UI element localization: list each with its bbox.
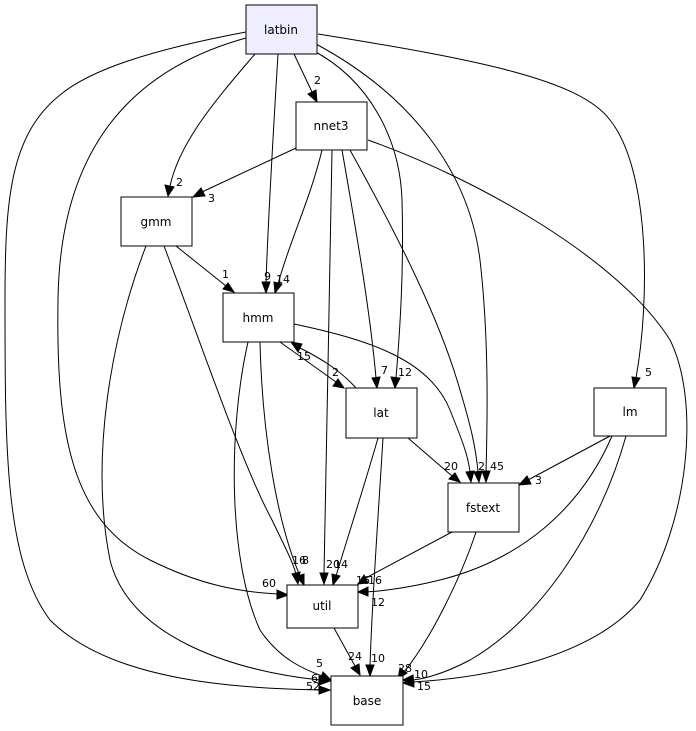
nodes: latbin nnet3 gmm hmm lat lm fstext util [120, 4, 667, 726]
edge-label-hmm-util: 8 [302, 554, 309, 567]
edge-lat-util: 14 [331, 437, 379, 587]
edge-label-lat-util: 14 [334, 558, 348, 571]
edge-gmm-hmm: 1 [175, 245, 236, 293]
edge-label-latbin-util: 60 [262, 577, 276, 590]
edge-label-gmm-base: 6 [311, 672, 318, 685]
node-label-gmm: gmm [141, 215, 172, 229]
edge-label-lat-hmm: 15 [297, 350, 311, 363]
node-nnet3[interactable]: nnet3 [295, 101, 368, 151]
node-label-lat: lat [373, 406, 389, 420]
edge-nnet3-hmm: 14 [273, 149, 323, 295]
edge-lat-fstext: 20 [407, 437, 462, 483]
edge-lm-fstext: 3 [517, 435, 611, 487]
edge-label-nnet3-util: 20 [326, 558, 340, 571]
node-label-lm: lm [622, 405, 637, 419]
edge-label-latbin-gmm: 2 [176, 176, 183, 189]
edge-label-latbin-nnet3: 2 [314, 74, 321, 87]
edge-latbin-base: 52 [4, 31, 332, 695]
edge-label-nnet3-lat: 7 [381, 364, 388, 377]
edge-label-latbin-hmm: 9 [264, 270, 271, 283]
node-label-nnet3: nnet3 [314, 119, 349, 133]
node-gmm[interactable]: gmm [120, 196, 193, 247]
edge-lat-base: 10 12 [365, 437, 385, 678]
edge-latbin-fstext: 45 [315, 43, 504, 484]
node-latbin[interactable]: latbin [245, 4, 318, 55]
edge-lat-hmm: 15 [289, 341, 357, 389]
edge-nnet3-lat: 7 [341, 149, 388, 390]
edges: 2 2 9 12 45 5 [4, 31, 688, 695]
edge-latbin-lm: 5 [317, 33, 652, 390]
node-fstext[interactable]: fstext [447, 482, 520, 533]
edge-util-base: 24 [333, 627, 362, 677]
edge-label-latbin-fstext: 45 [490, 460, 504, 473]
node-label-base: base [353, 694, 382, 708]
edge-nnet3-gmm: 3 [191, 147, 297, 205]
edge-label-fstext-util: 16 [356, 574, 370, 587]
edge-label-hmm-base: 5 [316, 657, 323, 670]
edge-label-fstext-base: 28 [398, 662, 412, 675]
node-lm[interactable]: lm [593, 387, 667, 437]
edge-latbin-gmm: 2 [164, 53, 256, 198]
edge-lm-util: 16 [356, 435, 613, 597]
edge-label-gmm-hmm: 1 [222, 268, 229, 281]
node-label-fstext: fstext [466, 501, 500, 515]
edge-label-nnet3-gmm: 3 [208, 192, 215, 205]
node-lat[interactable]: lat [345, 387, 418, 439]
edge-label-latbin-base: 52 [306, 680, 320, 693]
edge-label-lm-base: 10 [414, 668, 428, 681]
edge-label-hmm-lat: 2 [332, 366, 339, 379]
edge-label-latbin-lm: 5 [645, 366, 652, 379]
node-util[interactable]: util [286, 584, 359, 629]
edge-latbin-nnet3: 2 [293, 53, 321, 104]
edge-hmm-util: 8 [259, 341, 309, 587]
node-base[interactable]: base [330, 675, 404, 726]
edge-label-nnet3-hmm: 14 [276, 273, 290, 286]
edge-fstext-util: 16 [356, 531, 453, 587]
edge-label-latbin-lat: 12 [398, 366, 412, 379]
edge-label-lm-fstext: 3 [535, 474, 542, 487]
edge-hmm-fstext [293, 323, 475, 484]
edge-latbin-lat: 12 [311, 49, 412, 390]
edge-latbin-hmm: 9 [261, 53, 279, 295]
edge-label-lm-util: 16 [368, 574, 382, 587]
edge-label-nnet3-fstext: 2 [478, 460, 485, 473]
edge-latbin-util: 60 [57, 37, 290, 600]
edge-label-lat-base-b: 12 [371, 596, 385, 609]
edge-hmm-base: 5 [233, 341, 333, 681]
edge-hmm-lat: 2 [279, 341, 346, 389]
edge-label-nnet3-base: 15 [417, 680, 431, 693]
node-label-hmm: hmm [243, 311, 274, 325]
node-hmm[interactable]: hmm [222, 292, 295, 343]
edge-label-util-base: 24 [348, 650, 362, 663]
edge-nnet3-fstext: 2 [349, 149, 485, 484]
edge-label-lat-base: 10 [371, 652, 385, 665]
edge-label-lat-fstext: 20 [444, 460, 458, 473]
node-label-latbin: latbin [264, 23, 298, 37]
edge-lm-base: 10 [401, 435, 627, 685]
node-label-util: util [313, 599, 332, 613]
